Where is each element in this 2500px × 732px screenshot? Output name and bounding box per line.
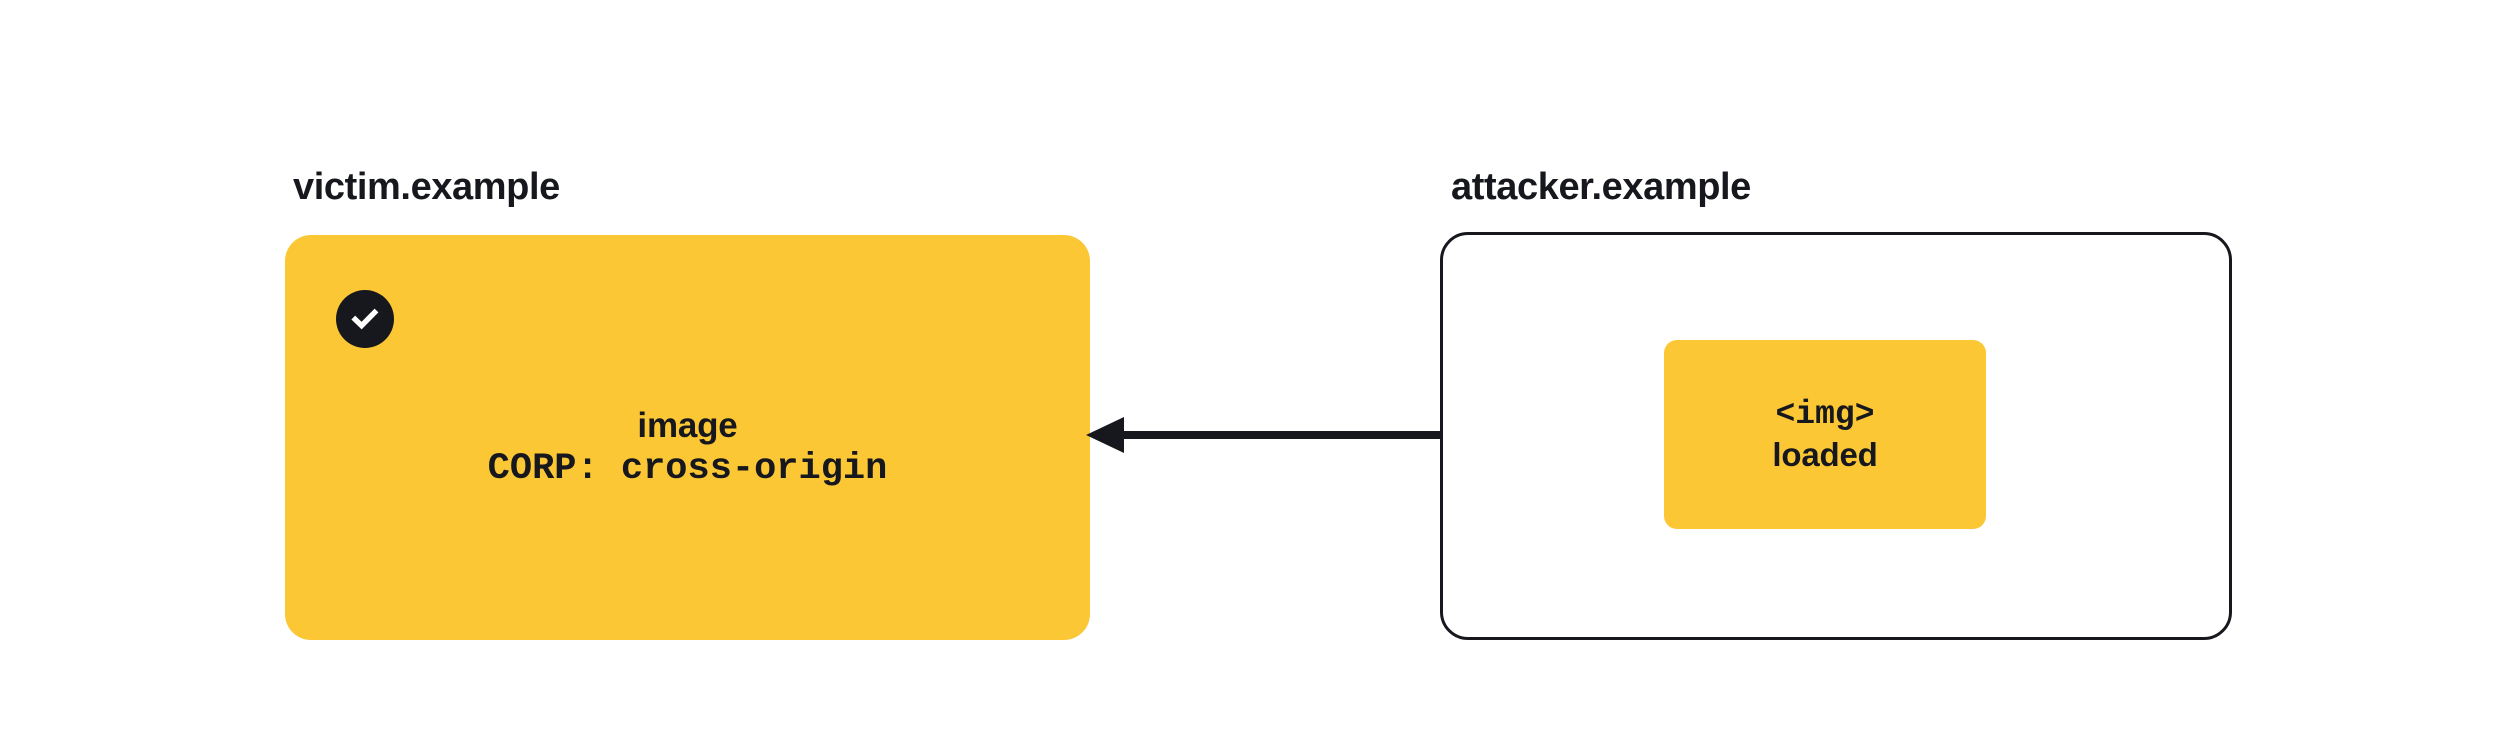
check-circle-icon — [336, 290, 394, 348]
victim-resource-text: image CORP: cross-origin — [285, 407, 1090, 495]
attacker-origin-label: attacker.example — [1451, 166, 1751, 208]
attacker-img-element: <img> loaded — [1664, 340, 1986, 529]
victim-origin-label: victim.example — [293, 166, 560, 208]
attacker-origin-frame: <img> loaded — [1440, 232, 2232, 640]
victim-origin-panel: image CORP: cross-origin — [285, 235, 1090, 640]
element-load-state: loaded — [1772, 435, 1878, 473]
resource-corp-header: CORP: cross-origin — [487, 447, 888, 490]
arrow-left-icon — [1086, 411, 1668, 459]
element-tag-name: <img> — [1775, 395, 1875, 433]
resource-name: image — [637, 406, 738, 445]
